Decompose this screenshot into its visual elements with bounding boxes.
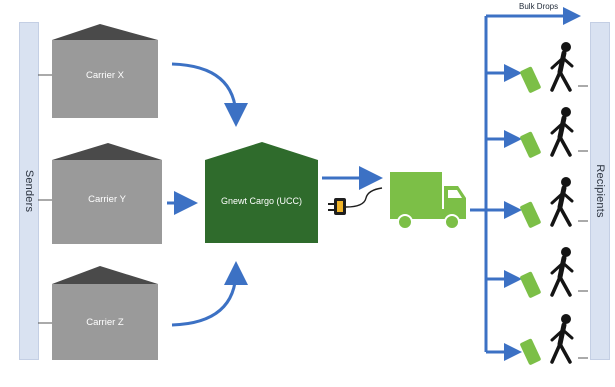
luggage-icon <box>520 201 541 228</box>
walking-person-icon <box>550 314 574 364</box>
carrier-x-label: Carrier X <box>85 70 124 81</box>
walking-person-icon <box>550 107 574 157</box>
hub-building <box>205 142 318 243</box>
recipient-5 <box>520 314 574 365</box>
carrier-arrows <box>167 62 248 327</box>
walking-person-icon <box>550 177 574 227</box>
luggage-icon <box>520 271 541 298</box>
recipient-3 <box>520 177 574 228</box>
recipients-bar: Recipients <box>590 22 610 360</box>
recipient-2 <box>520 107 574 158</box>
sender-ticks <box>38 74 52 324</box>
delivery-truck-icon <box>390 172 466 230</box>
carrier-x-building <box>52 24 158 118</box>
distribution-arrows <box>470 7 581 361</box>
hub-label: Gnewt Cargo (UCC) <box>220 196 303 206</box>
carrier-y-label: Carrier Y <box>88 194 126 205</box>
walking-person-icon <box>550 247 574 297</box>
luggage-icon <box>520 131 541 158</box>
senders-bar: Senders <box>19 22 39 360</box>
recipient-ticks <box>578 85 588 359</box>
carrier-z-label: Carrier Z <box>86 317 124 328</box>
arrow-carrier-x <box>171 62 248 127</box>
electric-plug-icon <box>328 187 383 215</box>
recipient-4 <box>520 247 574 298</box>
luggage-icon <box>520 338 541 365</box>
recipient-1 <box>520 42 574 93</box>
carrier-y-building <box>52 143 162 244</box>
carrier-z-building <box>52 266 158 360</box>
bulk-drops-label: Bulk Drops <box>519 2 559 11</box>
arrow-carrier-z <box>171 261 248 327</box>
walking-person-icon <box>550 42 574 92</box>
luggage-icon <box>520 66 541 93</box>
